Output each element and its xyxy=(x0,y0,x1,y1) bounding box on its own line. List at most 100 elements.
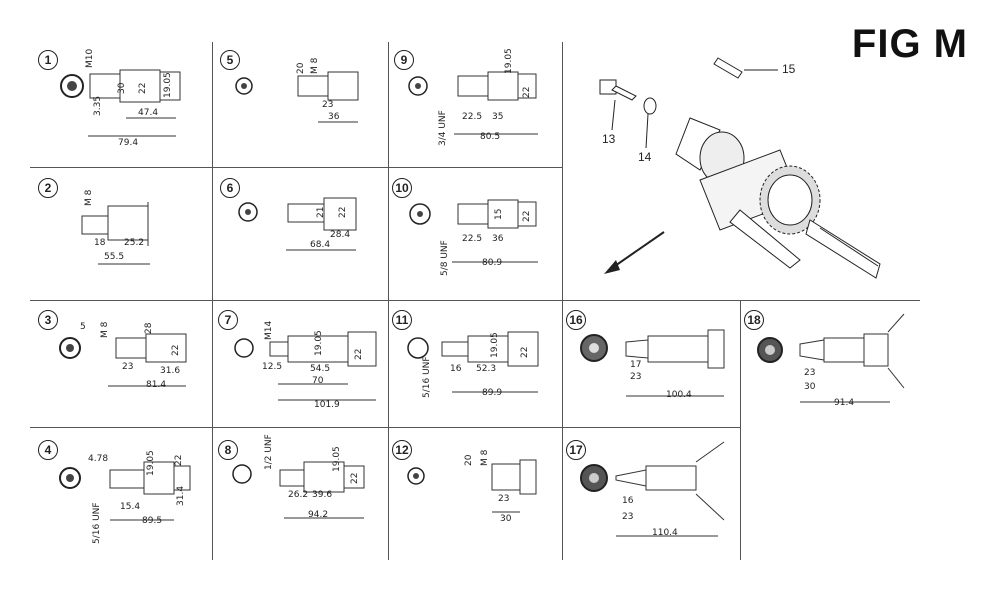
shaft-end-sketch xyxy=(235,71,359,123)
dimension-label: 36 xyxy=(328,112,340,122)
dimension-label: M10 xyxy=(85,48,95,68)
part-cell-3: 3 5 M 8 28 22 23 31.6 81.4 xyxy=(38,304,208,424)
dimension-label: M14 xyxy=(264,320,274,340)
shaft-end-sketch xyxy=(59,461,191,521)
shaft-end-sketch xyxy=(238,197,357,251)
dimension-label: 25.2 xyxy=(124,238,145,248)
dimension-label: 19.05 xyxy=(490,332,500,358)
dimension-label: 28 xyxy=(144,322,154,334)
item-number-badge: 9 xyxy=(394,50,414,70)
dimension-label: 80.9 xyxy=(482,258,503,268)
item-number-badge: 2 xyxy=(38,178,58,198)
dimension-label: 22 xyxy=(520,346,530,358)
dimension-label: 3.35 xyxy=(93,95,103,116)
dimension-label: 19.05 xyxy=(504,48,514,74)
figure-title: FIG M xyxy=(851,22,968,66)
dimension-label: M 8 xyxy=(480,449,490,466)
part-cell-1: 1 M10 30 22 19.05 3.35 47.4 79.4 xyxy=(38,46,208,164)
dimension-label: M 8 xyxy=(100,321,110,338)
dimension-label: 22 xyxy=(354,348,364,360)
dimension-label: 23 xyxy=(630,372,642,382)
dimension-label: 1/2 UNF xyxy=(264,434,274,470)
item-number-badge: 16 xyxy=(566,310,586,330)
grid-line xyxy=(740,300,741,560)
dimension-label: 30 xyxy=(804,382,816,392)
part-cell-12: 12 20 M 8 23 30 xyxy=(392,432,560,557)
item-number-badge: 10 xyxy=(392,178,412,198)
dimension-label: 100.4 xyxy=(666,390,692,400)
shaft-end-sketch xyxy=(407,331,539,393)
dimension-label: 81.4 xyxy=(146,380,167,390)
direction-arrow xyxy=(611,231,665,269)
dimension-label: 19.05 xyxy=(314,330,324,356)
shaft-end-sketch xyxy=(81,202,150,265)
shaft-end-sketch xyxy=(409,199,538,263)
dimension-label: 3/4 UNF xyxy=(438,110,448,146)
part-cell-6: 6 22 21 28.4 68.4 xyxy=(218,172,386,297)
dimension-label: 21 xyxy=(316,206,326,218)
grid-line xyxy=(388,42,389,560)
shaft-end-sketch xyxy=(408,71,538,135)
dimension-label: 39.6 xyxy=(312,490,333,500)
crankshaft xyxy=(675,117,881,279)
shaft-end-sketch xyxy=(757,313,905,403)
dimension-label: 5/16 UNF xyxy=(92,502,102,544)
callout-13: 13 xyxy=(602,132,616,146)
grid-line xyxy=(212,42,213,560)
dimension-label: 101.9 xyxy=(314,400,340,410)
dimension-label: 30 xyxy=(500,514,512,524)
dimension-label: 55.5 xyxy=(104,252,125,262)
shaft-end-sketch xyxy=(580,329,725,397)
dimension-label: 5 xyxy=(80,322,86,332)
shaft-end-sketch xyxy=(234,331,377,401)
part-cell-5: 5 20 M 8 23 36 xyxy=(218,46,386,164)
part-cell-9: 9 19.05 22 3/4 UNF 22.5 35 80.5 xyxy=(392,46,560,164)
item-number-badge: 17 xyxy=(566,440,586,460)
dimension-label: 26.2 xyxy=(288,490,309,500)
dimension-label: 35 xyxy=(492,112,504,122)
bolt-illustration xyxy=(599,79,637,101)
dimension-label: 80.5 xyxy=(480,132,501,142)
dimension-label: 47.4 xyxy=(138,108,159,118)
dimension-label: 22 xyxy=(138,82,148,94)
dimension-label: 22 xyxy=(522,210,532,222)
dimension-label: 23 xyxy=(122,362,134,372)
part-cell-8: 8 1/2 UNF 19.05 22 26.2 39.6 94.2 xyxy=(218,432,386,557)
dimension-label: 110.4 xyxy=(652,528,678,538)
dimension-label: 22 xyxy=(174,454,184,466)
part-cell-18: 18 23 30 91.4 xyxy=(744,304,920,424)
dimension-label: 23 xyxy=(322,100,334,110)
dimension-label: 68.4 xyxy=(310,240,331,250)
shaft-end-sketch xyxy=(580,441,725,537)
item-number-badge: 3 xyxy=(38,310,58,330)
dimension-label: 12.5 xyxy=(262,362,283,372)
dimension-label: 31.4 xyxy=(176,485,186,506)
part-cell-17: 17 16 23 110.4 xyxy=(566,432,738,557)
dimension-label: 36 xyxy=(492,234,504,244)
key-illustration xyxy=(713,57,743,79)
dimension-label: 31.6 xyxy=(160,366,181,376)
dimension-label: 20 xyxy=(464,454,474,466)
item-number-badge: 11 xyxy=(392,310,412,330)
grid-line xyxy=(30,427,740,428)
item-number-badge: 5 xyxy=(220,50,240,70)
part-cell-2: 2 M 8 18 25.2 55.5 xyxy=(38,172,208,297)
callout-14: 14 xyxy=(638,150,652,164)
shaft-end-sketch xyxy=(407,459,537,513)
item-number-badge: 7 xyxy=(218,310,238,330)
dimension-label: 19.05 xyxy=(332,446,342,472)
dimension-label: 91.4 xyxy=(834,398,855,408)
dimension-label: 22.5 xyxy=(462,112,483,122)
dimension-label: M 8 xyxy=(310,57,320,74)
callout-15: 15 xyxy=(782,62,796,76)
washer-illustration xyxy=(643,97,657,115)
dimension-label: 30 xyxy=(117,82,127,94)
dimension-label: 28.4 xyxy=(330,230,351,240)
dimension-label: 23 xyxy=(804,368,816,378)
dimension-label: 54.5 xyxy=(310,364,331,374)
dimension-label: 52.3 xyxy=(476,364,497,374)
dimension-label: 23 xyxy=(498,494,510,504)
dimension-label: 89.9 xyxy=(482,388,503,398)
dimension-label: 22 xyxy=(171,344,181,356)
